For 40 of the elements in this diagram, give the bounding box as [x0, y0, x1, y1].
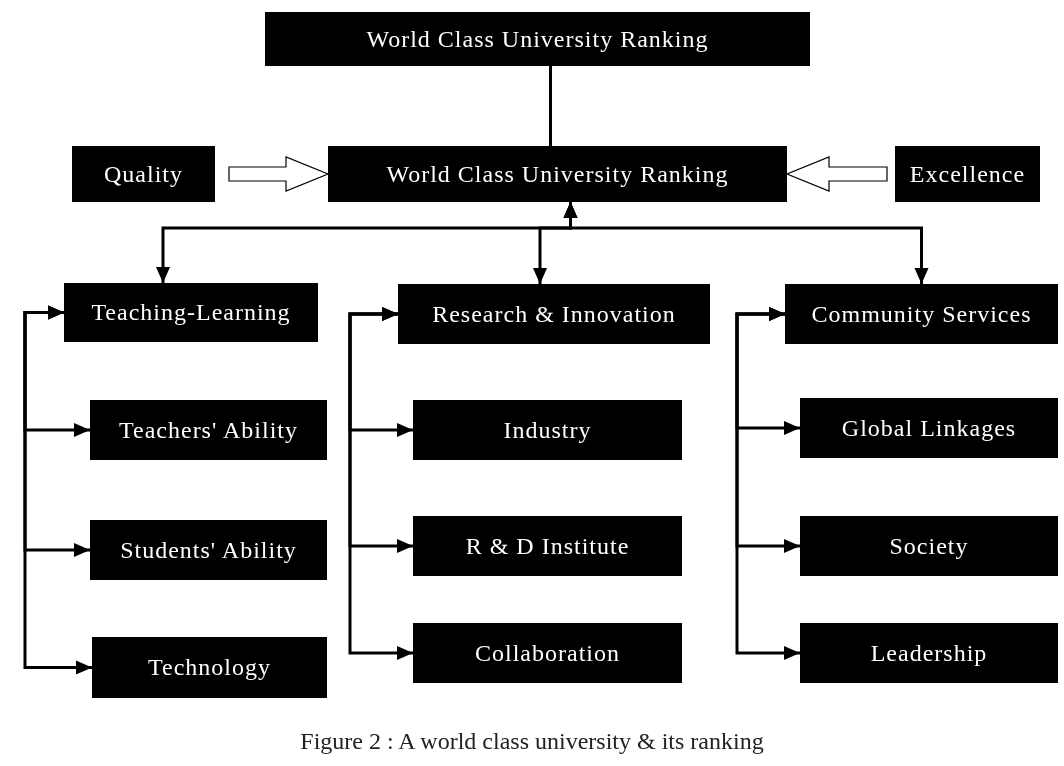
box-label: Collaboration — [475, 639, 620, 667]
box-label: Global Linkages — [841, 414, 1017, 442]
label-box — [413, 400, 682, 460]
connector-line — [549, 66, 552, 146]
label-box — [800, 623, 1058, 683]
label-box — [800, 398, 1058, 458]
box-label: Excellence — [909, 160, 1026, 188]
box-label: Quality — [104, 160, 183, 188]
label-box — [413, 516, 682, 576]
box-label: Community Services — [811, 300, 1032, 328]
box-label: Leadership — [870, 639, 988, 667]
box-label: Teaching-Learning — [91, 299, 291, 326]
box-label: R & D Institute — [465, 532, 630, 560]
arrow — [563, 202, 929, 284]
label-box — [90, 520, 327, 580]
label-box — [413, 623, 682, 683]
arrow — [348, 307, 413, 660]
box-label: Teachers' Ability — [119, 416, 298, 444]
box-label: World Class University Ranking — [386, 160, 729, 188]
box-label: Industry — [503, 416, 592, 444]
box-label: Society — [889, 532, 969, 560]
label-box — [895, 146, 1040, 202]
label-box — [90, 400, 327, 460]
label-box — [800, 516, 1058, 576]
figure-caption: Figure 2 : A world class university & its ranking — [299, 728, 765, 755]
box-label: World Class University Ranking — [366, 25, 709, 53]
box-label: Students' Ability — [120, 536, 297, 564]
arrow — [735, 307, 800, 660]
label-box — [64, 283, 318, 342]
label-box — [328, 146, 787, 202]
box-label: Research & Innovation — [432, 300, 676, 328]
label-box — [398, 284, 710, 344]
label-box — [785, 284, 1058, 344]
block-arrow — [228, 156, 330, 192]
block-arrow — [785, 156, 888, 192]
arrow — [23, 305, 92, 675]
box-label: Technology — [148, 654, 271, 681]
label-box — [265, 12, 810, 66]
label-box — [72, 146, 215, 202]
label-box — [92, 637, 327, 698]
